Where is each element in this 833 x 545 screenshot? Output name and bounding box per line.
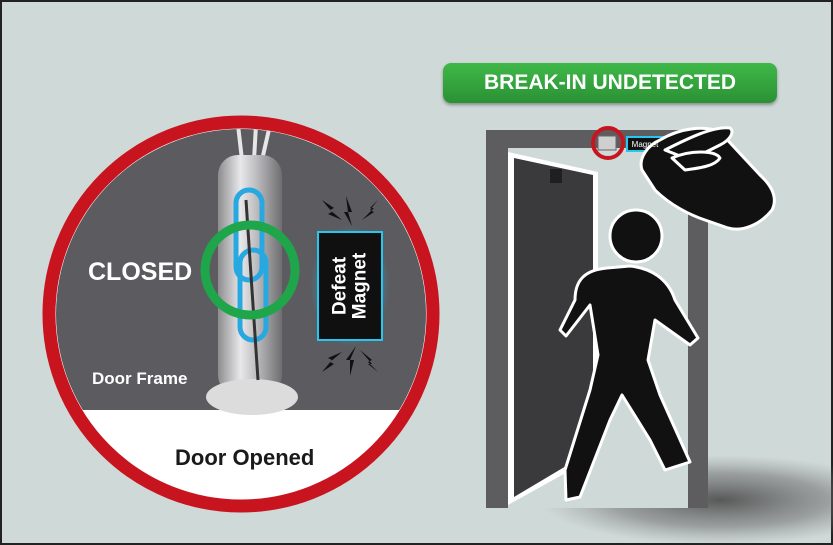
open-door-panel (514, 158, 593, 497)
defeat-magnet-line1: Defeat (329, 256, 350, 316)
small-magnet-label: Magnet (631, 139, 659, 149)
defeat-magnet-line2: Magnet (349, 252, 370, 320)
intruder-silhouette (558, 208, 700, 502)
reed-blade (244, 199, 260, 381)
door-frame-label: Door Frame (92, 369, 188, 388)
switch-highlight-ring (591, 126, 625, 160)
reed-contact-lower (237, 247, 269, 343)
door-magnet-notch (550, 169, 562, 183)
wire (236, 129, 244, 161)
defeat-magnet (317, 231, 383, 341)
hand-silhouette (639, 126, 776, 231)
reed-switch-housing (597, 135, 617, 151)
cylinder-base (206, 379, 298, 415)
defeat-magnet-label: Defeat Magnet (318, 232, 382, 340)
closed-label: CLOSED (88, 258, 193, 286)
status-badge: BREAK-IN UNDETECTED (443, 63, 777, 103)
reed-contact-upper (233, 187, 265, 283)
wire (252, 129, 258, 161)
door-opened-label: Door Opened (175, 445, 315, 470)
closed-contact-ring (200, 220, 300, 320)
magnet-sparks (322, 196, 378, 376)
